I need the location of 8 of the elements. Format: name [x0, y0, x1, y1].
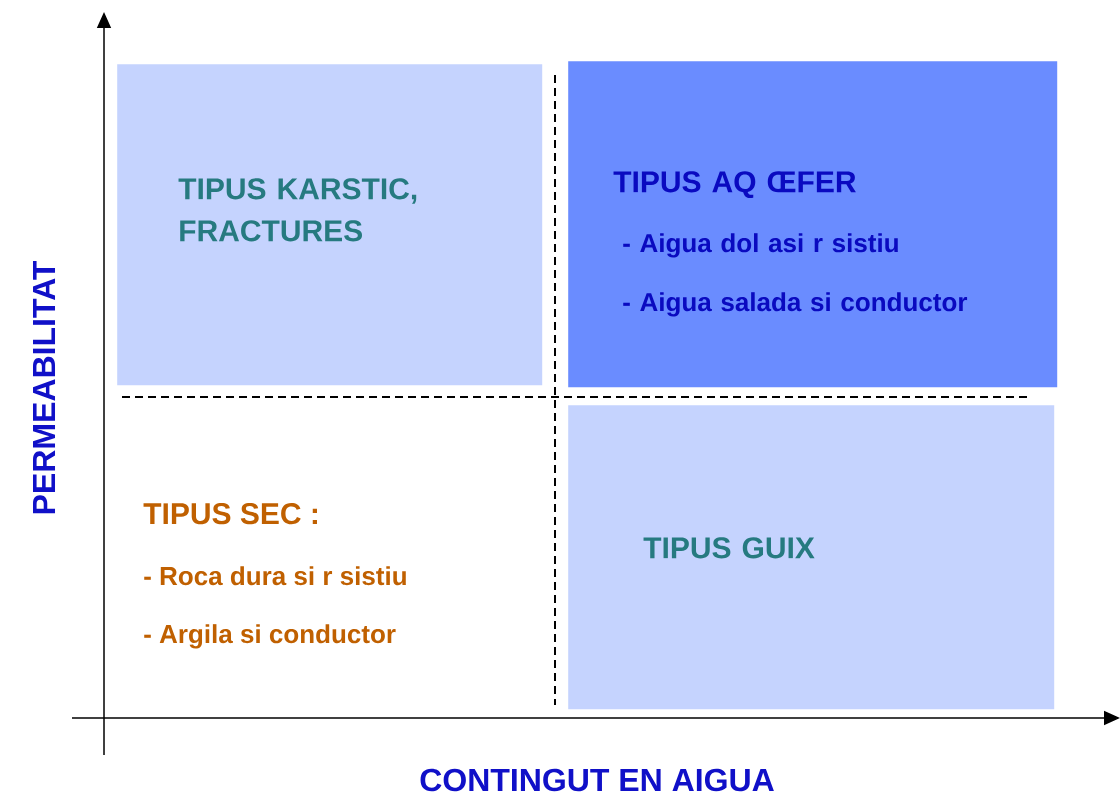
- quadrant-box: TIPUS GUIX: [568, 405, 1055, 710]
- quadrant-box: TIPUS KARSTIC, FRACTURES: [117, 64, 543, 386]
- text-label: - Roca dura si r sistiu: [144, 566, 406, 586]
- text-label: PERMEABILITAT: [33, 260, 55, 514]
- quadrant-box: TIPUS AQ ŒFER - Aigua dol asi r sistiu - Aigua salada si conductor: [568, 61, 1058, 388]
- text-label: - Argila si conductor: [144, 624, 396, 649]
- text-label: CONTINGUT EN AIGUA: [420, 768, 774, 792]
- text-label: TIPUS SEC :: [143, 503, 317, 525]
